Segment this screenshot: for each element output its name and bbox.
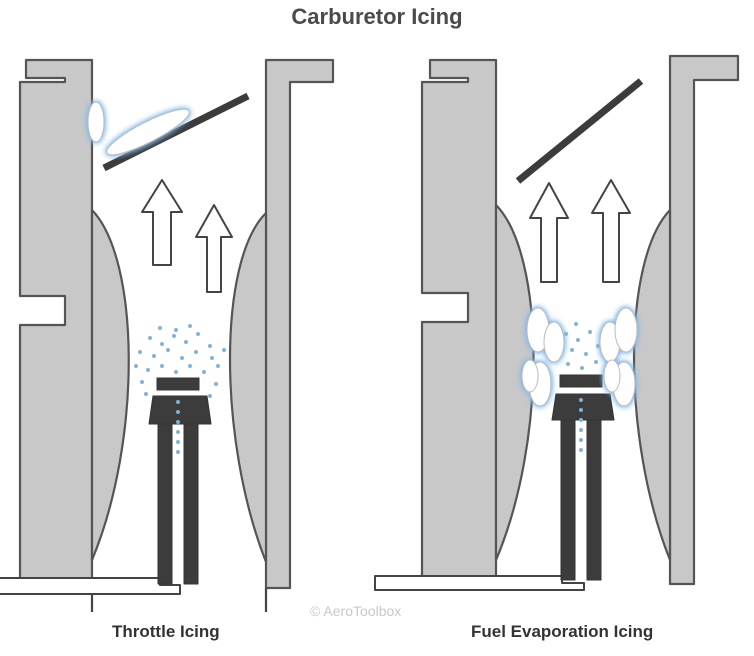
- ice-cloud: [521, 307, 565, 407]
- right-carb-wall: [264, 58, 335, 590]
- fuel-droplets: [134, 324, 226, 454]
- ice-cloud: [87, 101, 190, 156]
- fuel-feed-line: [374, 575, 585, 591]
- copyright-watermark: © AeroToolbox: [310, 603, 402, 619]
- right-venturi-bulge: [632, 208, 672, 562]
- airflow-arrow: [141, 179, 183, 266]
- throttle-plate: [515, 78, 644, 184]
- right-carb-wall: [668, 54, 740, 586]
- diagram-title: Carburetor Icing: [291, 4, 463, 29]
- airflow-arrow: [591, 179, 631, 283]
- throttle-plate: [102, 92, 250, 172]
- ice-cloud: [599, 307, 638, 407]
- panel-fuel-evaporation-icing: [374, 54, 740, 591]
- left-carb-wall: [18, 58, 94, 582]
- fuel-nozzle: [148, 377, 212, 585]
- caption-throttle-icing: Throttle Icing: [112, 622, 220, 641]
- airflow-arrow: [529, 182, 569, 283]
- airflow-arrow: [195, 204, 233, 293]
- right-venturi-bulge: [228, 211, 268, 564]
- panel-throttle-icing: [0, 58, 335, 612]
- caption-fuel-evaporation-icing: Fuel Evaporation Icing: [471, 622, 654, 641]
- left-venturi-bulge: [90, 208, 130, 562]
- fuel-nozzle: [551, 374, 615, 581]
- left-carb-wall: [420, 58, 498, 582]
- fuel-feed-line: [0, 577, 181, 595]
